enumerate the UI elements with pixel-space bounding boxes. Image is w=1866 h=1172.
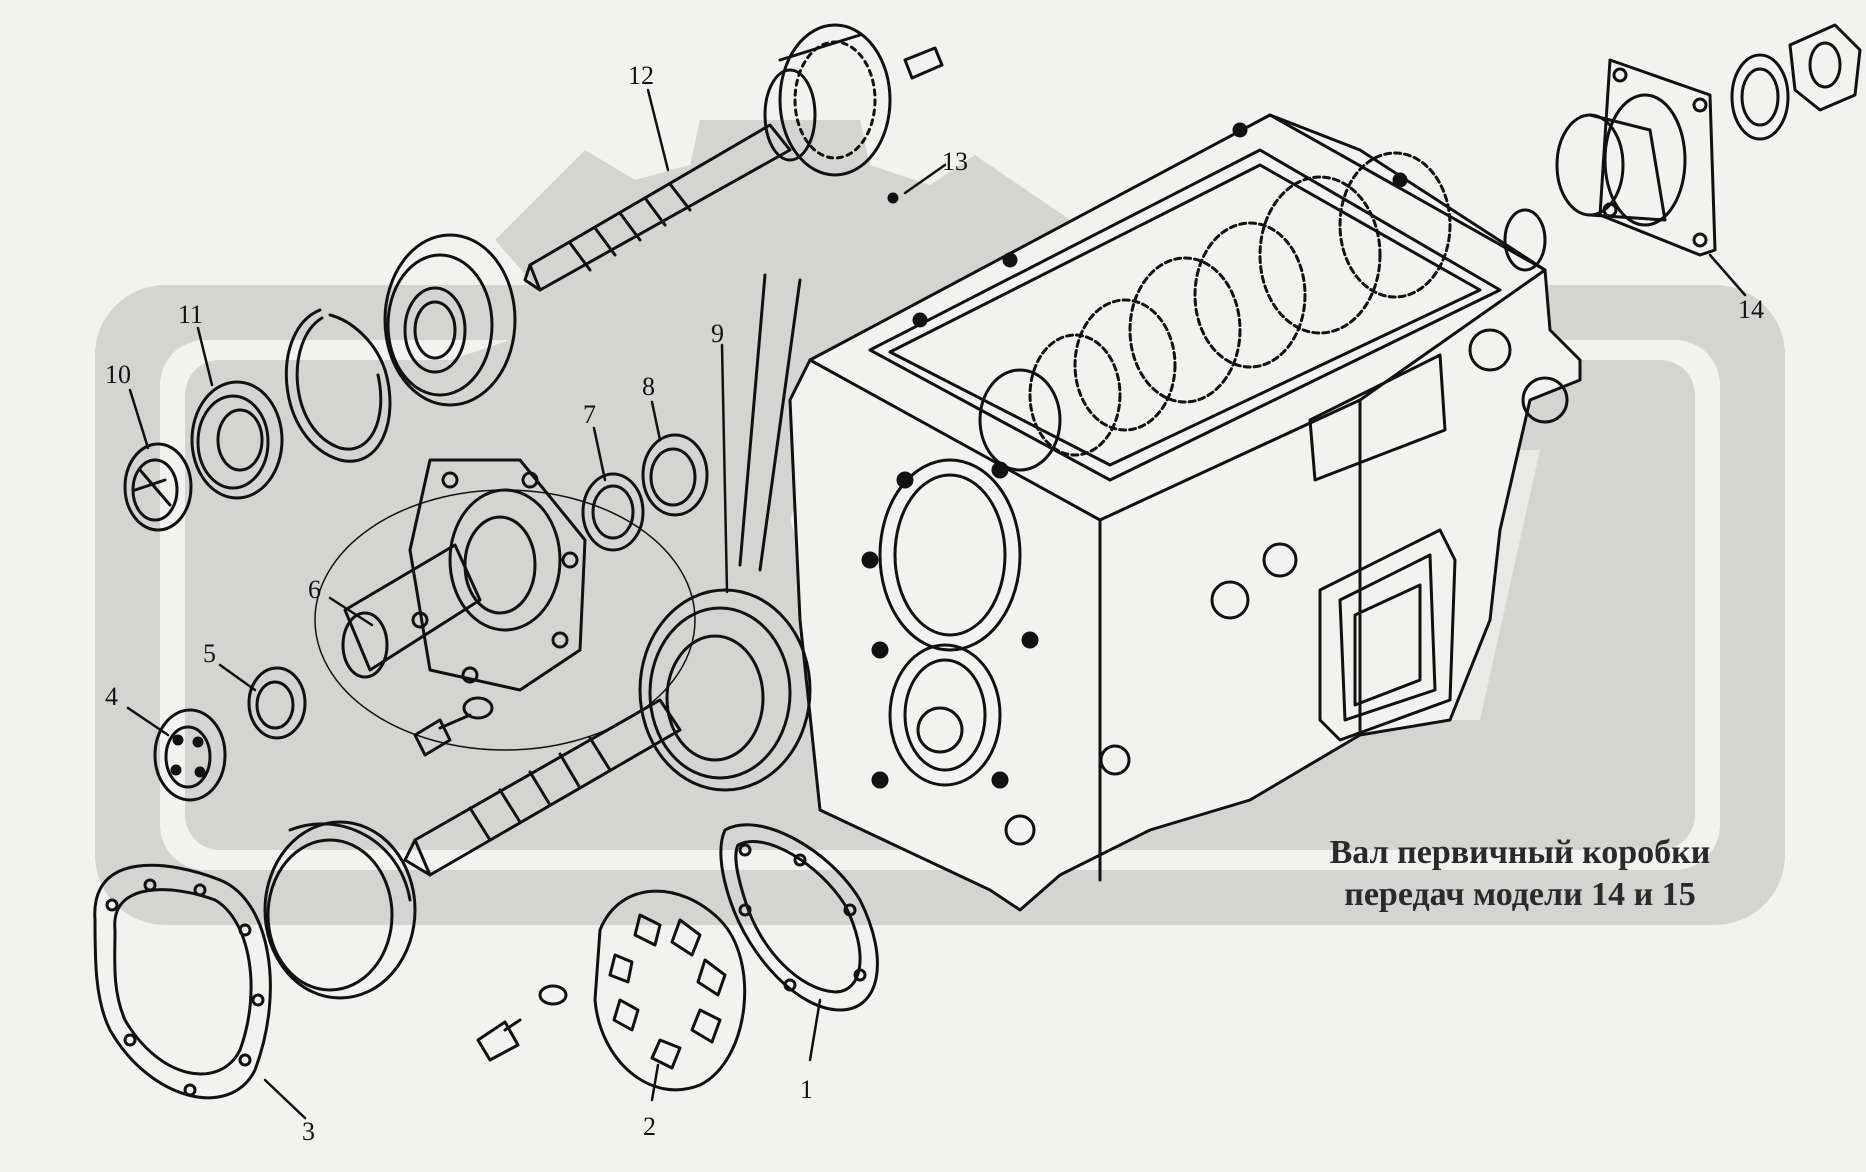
- part-8-washer: [641, 433, 709, 517]
- part-11-seal: [190, 380, 284, 500]
- leader-lines: [126, 88, 1747, 1120]
- part-5-bearing: [247, 666, 307, 740]
- callout-2: 2: [643, 1112, 656, 1141]
- callout-8: 8: [642, 372, 655, 401]
- callout-3: 3: [302, 1117, 315, 1146]
- callout-7: 7: [583, 400, 596, 429]
- title-line-2: передач модели 14 и 15: [1344, 876, 1696, 913]
- part-9-input-shaft: [403, 273, 812, 877]
- callout-6: 6: [308, 575, 321, 604]
- oil-seal-ring: [263, 820, 417, 1000]
- part-4-bearing: [153, 708, 227, 802]
- snap-ring: [284, 308, 392, 463]
- callout-5: 5: [203, 639, 216, 668]
- flange-nut: [1788, 23, 1862, 112]
- part-13-bolt: [887, 192, 899, 204]
- plate-bolt: [476, 984, 568, 1062]
- bearing-large: [383, 233, 517, 407]
- part-12-primary-shaft-gear: [523, 23, 892, 292]
- part-6-bearing-cover: [314, 458, 696, 751]
- pin: [903, 46, 944, 80]
- callout-9: 9: [711, 319, 724, 348]
- countershaft-gears: [978, 151, 1547, 472]
- diagram-title: Вал первичный коробки передач модели 14 …: [1240, 832, 1800, 916]
- cover-bolt: [413, 696, 494, 757]
- title-line-1: Вал первичный коробки: [1329, 834, 1711, 871]
- callout-11: 11: [178, 300, 203, 329]
- callout-10: 10: [105, 360, 131, 389]
- part-3-gasket: [93, 863, 272, 1100]
- callout-13: 13: [942, 147, 968, 176]
- callout-14: 14: [1738, 295, 1764, 324]
- part-1-gasket: [719, 823, 879, 1012]
- part-14-output-flange: [1555, 58, 1717, 257]
- part-2-plate: [593, 889, 747, 1092]
- callout-4: 4: [105, 682, 118, 711]
- flange-washer: [1730, 53, 1790, 141]
- part-7-washer: [581, 472, 645, 552]
- gearbox-housing: [788, 113, 1582, 912]
- part-10-needle-bearing: [123, 442, 193, 532]
- callout-labels: 1 2 3 4 5 6 7 8 9 10 11 12 13 14: [105, 61, 1764, 1146]
- callout-12: 12: [628, 61, 654, 90]
- callout-1: 1: [800, 1075, 813, 1104]
